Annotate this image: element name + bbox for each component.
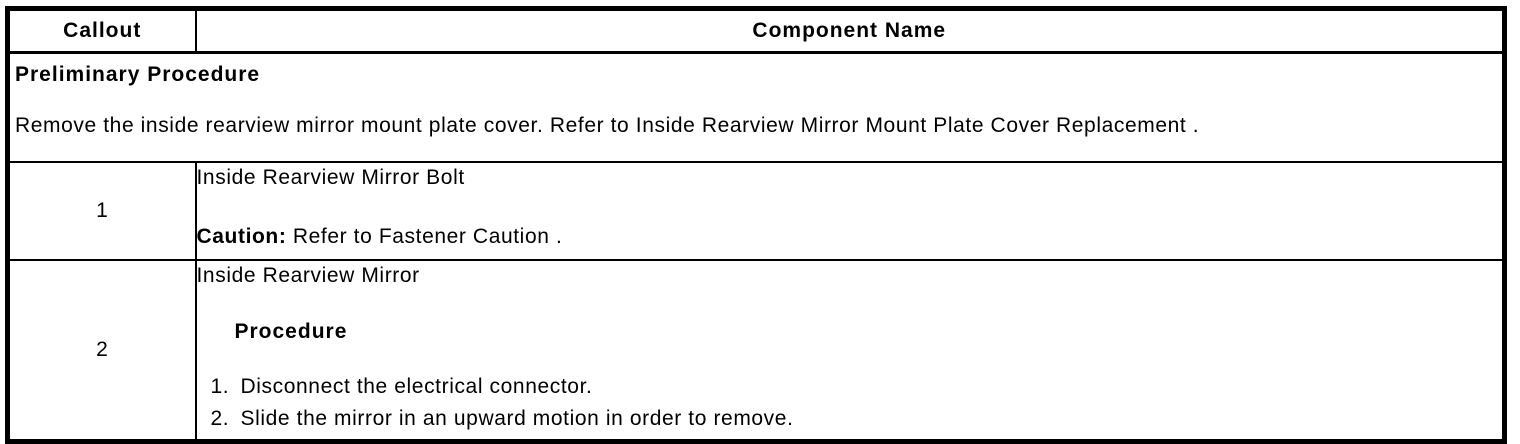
procedure-heading: Procedure: [234, 320, 348, 343]
caution-line: Caution: Refer to Fastener Caution .: [197, 222, 1503, 252]
step-number: 1.: [210, 375, 230, 398]
step-number: 2.: [210, 407, 230, 430]
preliminary-procedure-cell: Preliminary Procedure Remove the inside …: [6, 51, 1506, 163]
callout-number-2: 2: [6, 259, 197, 443]
callout-column-header: Callout: [6, 7, 197, 54]
table-header-row: Callout Component Name: [6, 7, 1506, 54]
preliminary-procedure-row: Preliminary Procedure Remove the inside …: [6, 51, 1506, 163]
step-text: Disconnect the electrical connector.: [240, 375, 593, 398]
preliminary-procedure-title: Preliminary Procedure: [15, 63, 261, 86]
preliminary-procedure-text: Remove the inside rearview mirror mount …: [15, 114, 1200, 137]
component-name-text: Inside Rearview Mirror: [196, 264, 420, 287]
component-name-text: Inside Rearview Mirror Bolt: [196, 166, 465, 189]
procedure-steps-list: 1. Disconnect the electrical connector. …: [197, 371, 1503, 435]
caution-label: Caution:: [196, 225, 287, 248]
component-cell-2: Inside Rearview Mirror Procedure 1. Disc…: [194, 259, 1506, 443]
callout-number-1: 1: [6, 161, 197, 261]
callout-row-1: 1 Inside Rearview Mirror Bolt Caution: R…: [6, 161, 1506, 261]
callout-table: Callout Component Name Preliminary Proce…: [5, 6, 1507, 444]
component-name-column-header: Component Name: [194, 7, 1506, 54]
procedure-step-1: 1. Disconnect the electrical connector.: [197, 371, 1503, 403]
caution-text: Refer to Fastener Caution .: [286, 225, 563, 248]
callout-row-2: 2 Inside Rearview Mirror Procedure 1. Di…: [6, 259, 1506, 443]
procedure-step-2: 2. Slide the mirror in an upward motion …: [197, 403, 1503, 435]
component-cell-1: Inside Rearview Mirror Bolt Caution: Ref…: [194, 161, 1506, 261]
step-text: Slide the mirror in an upward motion in …: [240, 407, 794, 430]
